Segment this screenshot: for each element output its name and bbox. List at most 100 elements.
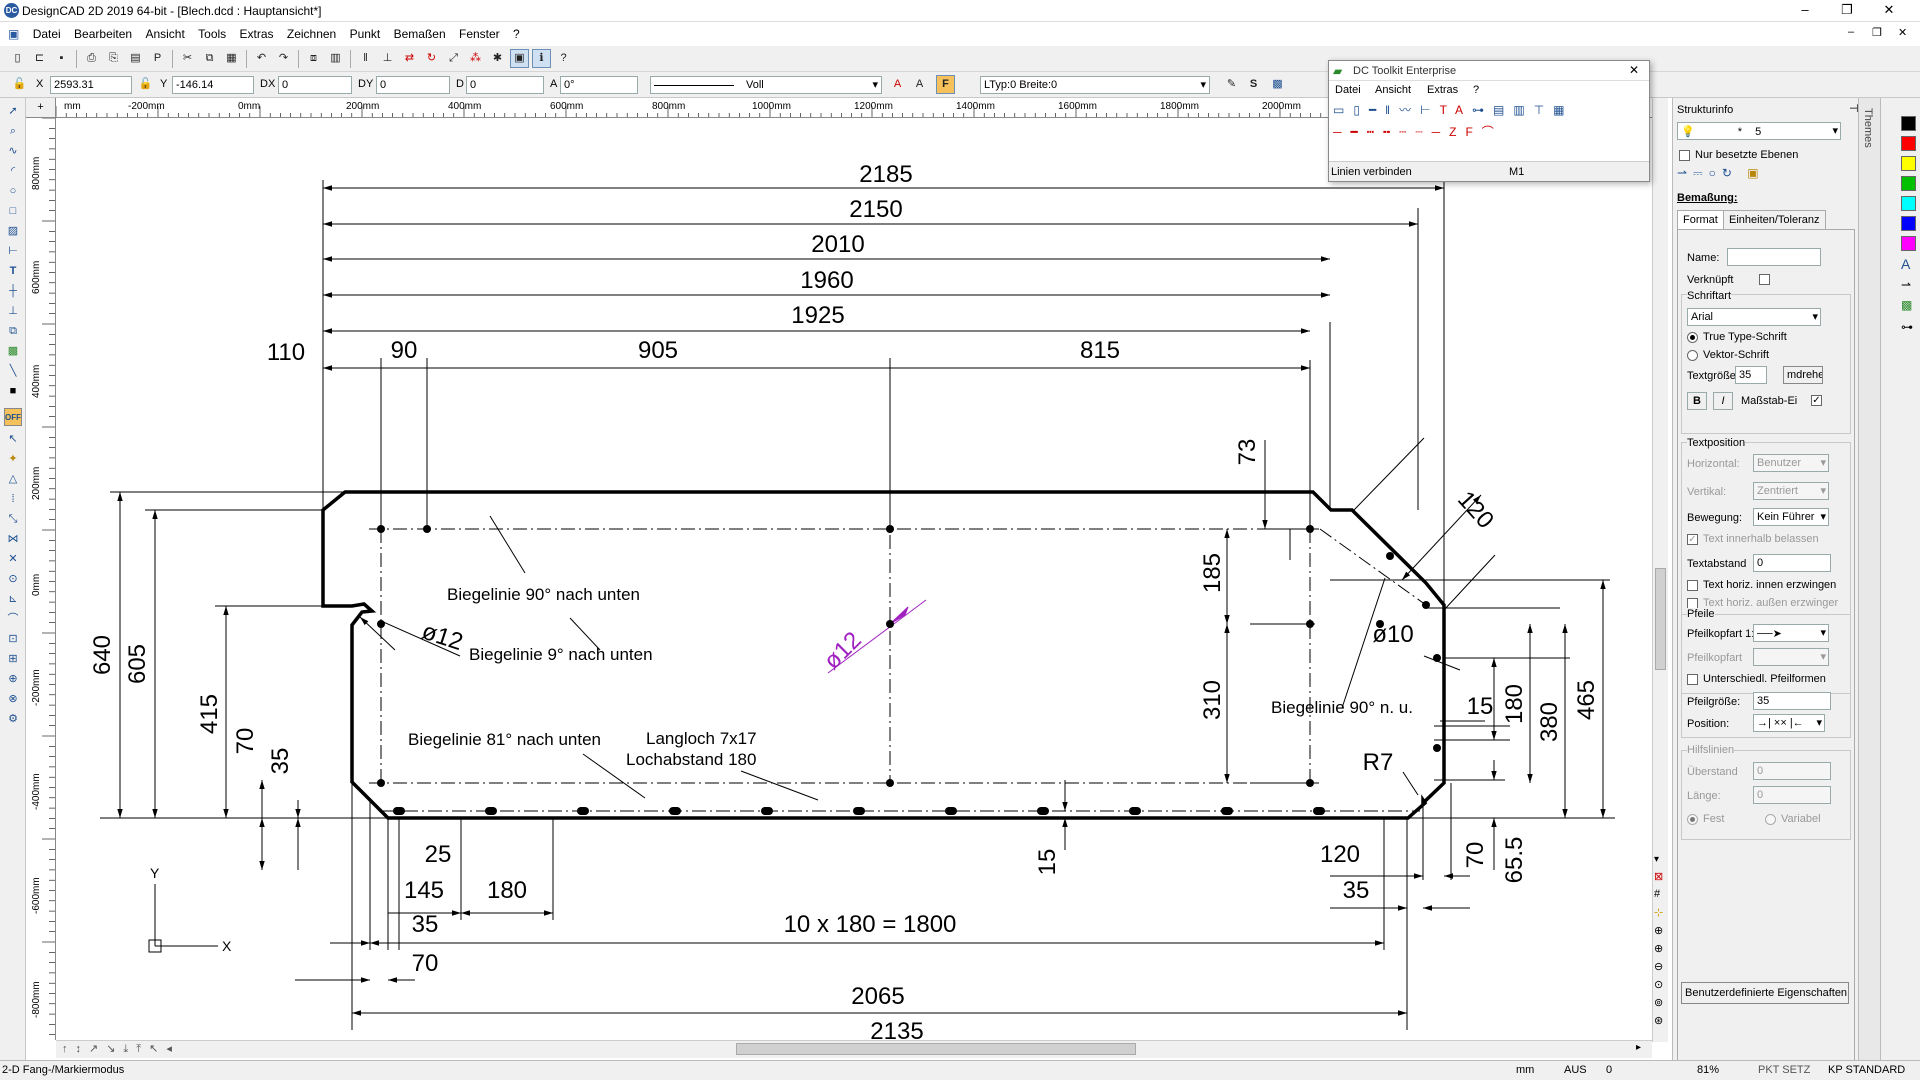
horizontal-select[interactable]: Benutzer — [1753, 454, 1829, 472]
dim-415[interactable]: 415 — [196, 694, 223, 734]
print-preview-icon[interactable]: ⎘ — [109, 52, 118, 64]
hatch-icon[interactable]: ▨ — [7, 225, 19, 237]
linestyle-select[interactable]: Voll ▾ — [650, 76, 882, 94]
bold-button[interactable]: B — [1687, 392, 1707, 410]
fixed-radio[interactable] — [1687, 814, 1698, 825]
fill-color-icon[interactable]: ▩ — [1901, 298, 1913, 312]
dim-180-bottom[interactable]: 180 — [487, 877, 527, 904]
toolkit-row1-icons[interactable]: ▭▯━‖〰⊢TA⊶▤▥⊤▦ — [1333, 103, 1574, 117]
pan-icon[interactable]: ⊛ — [1654, 1015, 1664, 1027]
doc-close-icon[interactable]: ✕ — [1898, 27, 1908, 39]
snap-near-icon[interactable]: ⊡ — [8, 633, 18, 645]
vscroll-thumb[interactable] — [1655, 568, 1666, 670]
toolkit-menu-help[interactable]: ? — [1473, 84, 1480, 96]
scroll-right-icon[interactable]: ▸ — [1636, 1042, 1642, 1053]
hole[interactable] — [1306, 779, 1314, 787]
hole[interactable] — [1433, 654, 1441, 662]
scale-icon[interactable]: ⤢ — [449, 52, 458, 64]
zoom-previous-icon[interactable]: ⊙ — [1654, 979, 1664, 991]
hole[interactable] — [377, 525, 385, 533]
vector-radio[interactable] — [1687, 350, 1698, 361]
dim-diameter-12-selected[interactable]: ø12 — [819, 627, 867, 675]
dim-605[interactable]: 605 — [124, 644, 151, 684]
snap-node-icon[interactable]: ⊕ — [8, 673, 18, 685]
font-select[interactable]: Arial — [1687, 308, 1821, 326]
dim-310[interactable]: 310 — [1199, 680, 1226, 720]
array-icon[interactable]: ⁂ — [470, 52, 481, 64]
dim-70-bottom[interactable]: 70 — [412, 950, 439, 977]
y-coordinate-field[interactable]: -146.14 — [172, 76, 254, 94]
dim-65-5[interactable]: 65.5 — [1501, 837, 1528, 884]
dim-diameter-10[interactable]: ø10 — [1372, 621, 1413, 648]
dim-35-bottom[interactable]: 35 — [412, 911, 439, 938]
slot-hole[interactable] — [853, 807, 865, 815]
slot-hole[interactable] — [945, 807, 957, 815]
zoom-window-icon[interactable]: ⊠ — [1654, 871, 1664, 883]
status-kp-standard[interactable]: KP STANDARD — [1828, 1064, 1906, 1076]
pen-icon[interactable]: ✎ — [1226, 78, 1237, 90]
overhang-field[interactable]: 0 — [1753, 762, 1831, 780]
snap-mid-icon[interactable]: ⋈ — [7, 533, 19, 545]
color-swatch-yellow[interactable] — [1901, 156, 1916, 171]
dim-35-left[interactable]: 35 — [267, 748, 294, 775]
pointer-icon[interactable]: ↖ — [8, 433, 18, 445]
arc-icon[interactable]: ◜ — [10, 165, 16, 177]
hole[interactable] — [377, 620, 385, 628]
radius-r7[interactable]: R7 — [1363, 749, 1394, 776]
color-swatch-magenta[interactable] — [1901, 236, 1916, 251]
dx-field[interactable]: 0 — [278, 76, 352, 94]
slot-hole[interactable] — [761, 807, 773, 815]
undo-icon[interactable]: ↶ — [256, 52, 267, 64]
snap-end-icon[interactable]: ⤡ — [8, 513, 18, 525]
explode-icon[interactable]: ✱ — [492, 52, 503, 64]
lock-x-icon[interactable]: 🔓 — [12, 78, 27, 90]
star-icon[interactable]: ✦ — [8, 453, 18, 465]
hole[interactable] — [886, 620, 894, 628]
dim-120-bottom[interactable]: 120 — [1320, 841, 1360, 868]
rotate-icon[interactable]: ↻ — [426, 52, 437, 64]
hole[interactable] — [1306, 525, 1314, 533]
arrowsize-field[interactable]: 35 — [1753, 692, 1831, 710]
dim-145[interactable]: 145 — [404, 877, 444, 904]
dim-35-right[interactable]: 35 — [1343, 877, 1370, 904]
grid-icon[interactable]: # — [1654, 888, 1661, 900]
menu-tools[interactable]: Tools — [198, 27, 227, 41]
vertical-scrollbar[interactable]: ▾ ⊠ # ⊹ ⊕ ⊕ ⊖ ⊙ ⊚ ⊛ — [1652, 98, 1668, 1042]
new-file-icon[interactable]: ▯ — [14, 52, 21, 64]
open-folder-icon[interactable]: ⊏ — [34, 52, 45, 64]
snap-perp-icon[interactable]: ⊾ — [8, 593, 18, 605]
text-style-icon[interactable]: A — [915, 78, 924, 90]
snap-off-icon[interactable]: OFF — [4, 408, 22, 426]
d-field[interactable]: 0 — [466, 76, 544, 94]
doc-restore-icon[interactable]: ❐ — [1872, 27, 1882, 39]
snap-tangent-icon[interactable]: ⌒ — [7, 613, 19, 625]
trim-icon[interactable]: ⊥ — [382, 52, 393, 64]
rotate-button[interactable]: mdrehe — [1783, 366, 1823, 384]
hole[interactable] — [1306, 620, 1314, 628]
dim-380[interactable]: 380 — [1536, 702, 1563, 742]
slot-hole[interactable] — [485, 807, 497, 815]
text-horiz-inside-checkbox[interactable] — [1687, 580, 1698, 591]
maximize-icon[interactable]: ❐ — [1841, 2, 1853, 17]
variable-radio[interactable] — [1765, 814, 1776, 825]
toolkit-close-icon[interactable]: ✕ — [1629, 63, 1640, 77]
text-color-icon[interactable]: A — [1901, 256, 1911, 272]
menu-help[interactable]: ? — [513, 27, 520, 41]
text-size-icon[interactable]: A — [893, 78, 902, 90]
zoom-out-icon[interactable]: ⊖ — [1654, 961, 1664, 973]
struct-tool-icons[interactable]: ⇀⎓○↻ ▣ — [1677, 166, 1765, 180]
snap-center-icon[interactable]: ⊙ — [8, 573, 18, 585]
hole[interactable] — [1386, 552, 1394, 560]
dim-2135[interactable]: 2135 — [870, 1018, 923, 1040]
snap-insert-icon[interactable]: ⊗ — [8, 693, 18, 705]
color-swatch-red[interactable] — [1901, 136, 1916, 151]
dim-2065[interactable]: 2065 — [851, 983, 904, 1010]
zoom-in-icon[interactable]: ⊕ — [1654, 943, 1664, 955]
layer-icon[interactable]: ▩ — [1272, 78, 1283, 90]
snap-grid-icon[interactable]: ⁞ — [11, 493, 15, 505]
toolkit-menu-extras[interactable]: Extras — [1427, 84, 1459, 96]
textgap-field[interactable]: 0 — [1753, 554, 1831, 572]
dim-1925[interactable]: 1925 — [791, 302, 844, 329]
toolkit-menu-datei[interactable]: Datei — [1335, 84, 1361, 96]
dim-2150[interactable]: 2150 — [849, 196, 902, 223]
